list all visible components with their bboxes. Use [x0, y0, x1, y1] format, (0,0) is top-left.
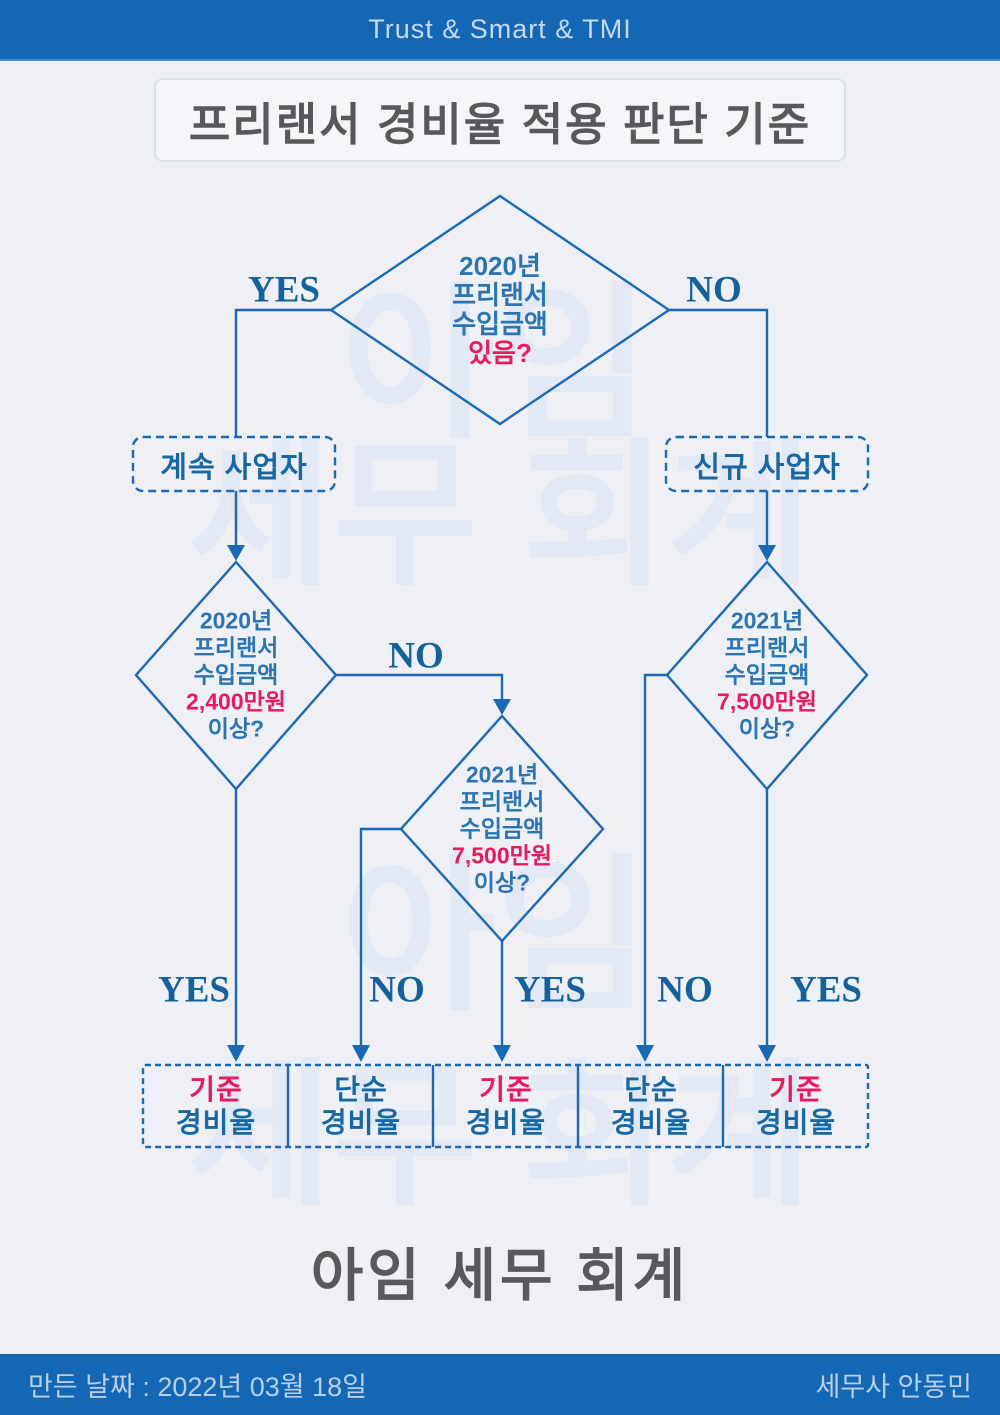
diamond-left-line2: 프리랜서 [193, 634, 279, 661]
watermark-tax-bottom: 세무 회계 [187, 1048, 813, 1225]
branch-label-top-yes: YES [248, 269, 320, 311]
diamond-right-line5: 이상? [738, 715, 796, 742]
header-bar: Trust & Smart & TMI [0, 0, 1000, 61]
result-row-outline [141, 1063, 870, 1149]
diamond-middle-line1: 2021년 [465, 761, 539, 788]
watermark-brand-top: 아임 [341, 270, 651, 459]
arrowhead-result-5 [758, 1045, 776, 1062]
diamond-right-line3: 수입금액 [724, 661, 810, 688]
footer-bar: 만든 날짜 : 2022년 03월 18일 세무사 안동민 [0, 1354, 1000, 1415]
diamond-middle-line3: 수입금액 [459, 815, 545, 842]
result-cell-5-rate: 경비율 [755, 1107, 837, 1138]
result-cell-4-type: 단순 [624, 1074, 678, 1105]
branch-label-bottom-2: NO [369, 969, 425, 1011]
result-cell-3-rate: 경비율 [465, 1107, 547, 1138]
branch-label-bottom-5: YES [790, 969, 862, 1011]
connector-top-no [669, 308, 769, 437]
diamond-right-line2: 프리랜서 [724, 634, 810, 661]
arrowhead-result-1 [227, 1045, 245, 1062]
arrowhead-result-4 [636, 1045, 654, 1062]
branch-label-middle-no: NO [388, 635, 444, 677]
diamond-right-text: 2021년 프리랜서 수입금액 7,500만원 이상? [717, 608, 817, 743]
result-cell-1-type: 기준 [189, 1074, 243, 1105]
diamond-middle-highlight: 7,500만원 [452, 842, 552, 869]
diamond-middle-text: 2021년 프리랜서 수입금액 7,500만원 이상? [452, 762, 552, 897]
result-cell-5: 기준 경비율 [756, 1073, 836, 1139]
box-new-label: 신규 사업자 [693, 452, 841, 484]
diamond-top-line2: 프리랜서 [452, 280, 548, 310]
diamond-top-text: 2020년 프리랜서 수입금액 있음? [452, 252, 548, 368]
diamond-top-line1: 2020년 [459, 251, 541, 281]
brand-text: Trust & Smart & TMI [368, 14, 632, 44]
branch-label-bottom-1: YES [158, 969, 230, 1011]
arrowhead-result-3 [493, 1045, 511, 1062]
arrowhead-into-left-diamond [227, 545, 245, 561]
result-cell-3-type: 기준 [479, 1074, 533, 1105]
result-cell-2-type: 단순 [334, 1074, 388, 1105]
company-title: 아임 세무 회계 [310, 1244, 690, 1308]
result-cell-5-type: 기준 [769, 1074, 823, 1105]
title-box: 프리랜서 경비율 적용 판단 기준 [154, 78, 846, 162]
author-name: 세무사 안동민 [815, 1372, 972, 1402]
diamond-middle-line5: 이상? [473, 869, 531, 896]
diamond-left-highlight: 2,400만원 [186, 688, 286, 715]
connector-left-no [336, 673, 504, 700]
diamond-top-line3: 수입금액 [452, 309, 548, 339]
branch-label-bottom-4: NO [657, 969, 713, 1011]
watermark-tax-top: 세무 회계 [187, 428, 813, 605]
result-cell-4-rate: 경비율 [610, 1107, 692, 1138]
branch-label-top-no: NO [686, 269, 742, 311]
result-cell-2: 단순 경비율 [321, 1073, 401, 1139]
diamond-top-highlight: 있음? [468, 338, 532, 368]
diamond-left-line5: 이상? [207, 715, 265, 742]
result-cell-3: 기준 경비율 [466, 1073, 546, 1139]
connector-right-no [643, 673, 667, 1046]
decision-diamond-top [328, 194, 672, 426]
box-continuing-label: 계속 사업자 [160, 452, 308, 484]
arrowhead-into-right-diamond [758, 545, 776, 561]
result-cell-1: 기준 경비율 [176, 1073, 256, 1139]
result-cell-2-rate: 경비율 [320, 1107, 402, 1138]
diamond-left-line1: 2020년 [199, 607, 273, 634]
connector-middle-no [359, 827, 401, 1046]
diamond-right-highlight: 7,500만원 [717, 688, 817, 715]
diamond-left-line3: 수입금액 [193, 661, 279, 688]
box-continuing-outline [131, 435, 337, 493]
watermark-brand-bottom: 아임 [341, 842, 651, 1031]
result-cell-1-rate: 경비율 [175, 1107, 257, 1138]
branch-label-bottom-3: YES [514, 969, 586, 1011]
arrowhead-into-middle-diamond [493, 699, 511, 715]
diamond-right-line1: 2021년 [730, 607, 804, 634]
diamond-left-text: 2020년 프리랜서 수입금액 2,400만원 이상? [186, 608, 286, 743]
created-date: 만든 날짜 : 2022년 03월 18일 [28, 1372, 368, 1402]
result-cell-4: 단순 경비율 [611, 1073, 691, 1139]
diamond-middle-line2: 프리랜서 [459, 788, 545, 815]
connector-top-yes [234, 308, 331, 437]
arrowhead-result-2 [352, 1045, 370, 1062]
box-new-outline [664, 435, 870, 493]
page-title: 프리랜서 경비율 적용 판단 기준 [188, 98, 812, 150]
